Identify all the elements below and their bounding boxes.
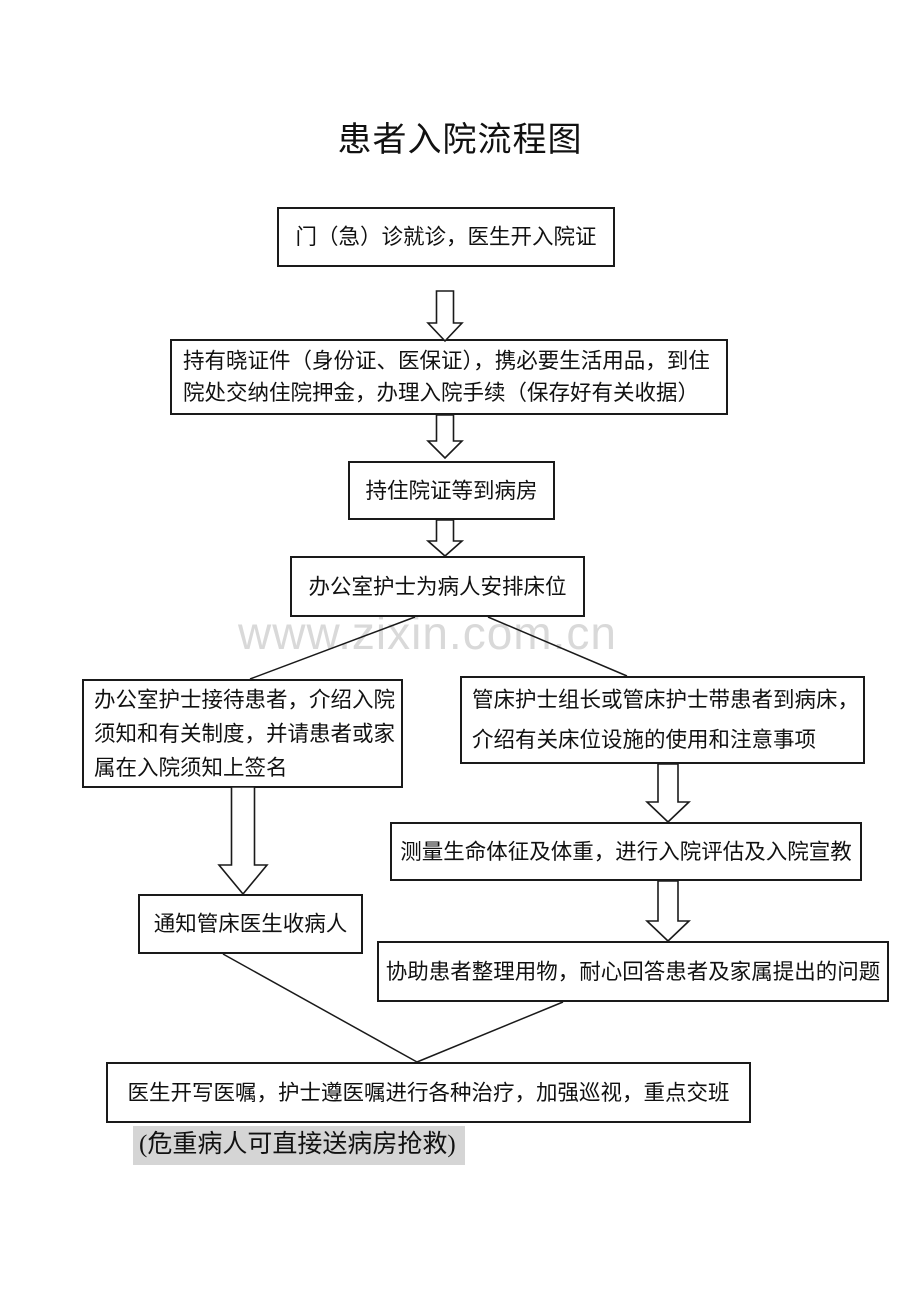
flow-node-outpatient-visit-label: 门（急）诊就诊，医生开入院证 (295, 225, 597, 249)
flow-node-reception-signature-label: 办公室护士接待患者，介绍入院 须知和有关制度，并请患者或家 属在入院须知上签名 (94, 687, 396, 780)
flow-node-assign-bed-label: 办公室护士为病人安排床位 (308, 574, 567, 599)
down-arrow-icon (645, 763, 691, 824)
flow-node-assign-bed: 办公室护士为病人安排床位 (290, 556, 585, 617)
flow-node-doctor-orders-label: 医生开写医嘱，护士遵医嘱进行各种治疗，加强巡视，重点交班 (127, 1080, 730, 1105)
down-arrow-icon (217, 786, 269, 896)
flow-node-notify-doctor: 通知管床医生收病人 (138, 894, 363, 954)
flow-node-assist-patient-label: 协助患者整理用物，耐心回答患者及家属提出的问题 (385, 959, 881, 984)
page-title: 患者入院流程图 (337, 122, 583, 159)
merge-line-right (416, 1001, 564, 1063)
flow-node-documents-deposit: 持有晓证件（身份证、医保证），携必要生活用品，到住 院处交纳住院押金，办理入院手… (170, 339, 728, 415)
flow-node-doctor-orders: 医生开写医嘱，护士遵医嘱进行各种治疗，加强巡视，重点交班 (106, 1062, 751, 1123)
flow-node-vitals-assessment-label: 测量生命体征及体重，进行入院评估及入院宣教 (400, 839, 852, 864)
flow-node-assist-patient: 协助患者整理用物，耐心回答患者及家属提出的问题 (377, 941, 889, 1002)
note-critical-patient: (危重病人可直接送病房抢救) (133, 1126, 465, 1165)
flow-node-bedside-introduction: 管床护士组长或管床护士带患者到病床， 介绍有关床位设施的使用和注意事项 (460, 676, 865, 764)
flow-node-outpatient-visit: 门（急）诊就诊，医生开入院证 (277, 207, 615, 267)
flow-node-wait-ward: 持住院证等到病房 (348, 461, 555, 520)
down-arrow-icon (426, 414, 464, 460)
down-arrow-icon (425, 519, 465, 558)
flow-node-notify-doctor-label: 通知管床医生收病人 (153, 912, 348, 936)
down-arrow-icon (645, 880, 691, 943)
flow-node-bedside-introduction-label: 管床护士组长或管床护士带患者到病床， 介绍有关床位设施的使用和注意事项 (472, 688, 860, 752)
flow-node-wait-ward-label: 持住院证等到病房 (365, 478, 538, 503)
flow-node-documents-deposit-label: 持有晓证件（身份证、医保证），携必要生活用品，到住 院处交纳住院押金，办理入院手… (183, 349, 710, 405)
down-arrow-icon (426, 290, 464, 343)
flow-node-reception-signature: 办公室护士接待患者，介绍入院 须知和有关制度，并请患者或家 属在入院须知上签名 (82, 679, 403, 788)
flow-node-vitals-assessment: 测量生命体征及体重，进行入院评估及入院宣教 (390, 822, 862, 881)
